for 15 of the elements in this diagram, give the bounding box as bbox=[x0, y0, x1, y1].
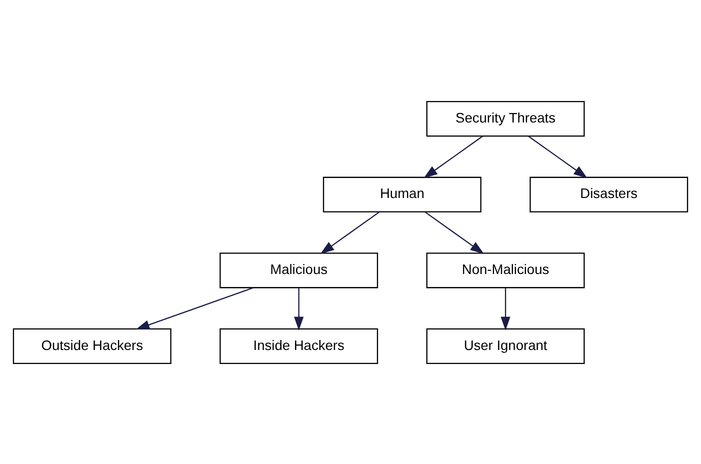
node-box: Malicious bbox=[220, 252, 378, 288]
arrow bbox=[500, 287, 510, 330]
node-box: User Ignorant bbox=[426, 328, 585, 364]
node-box: Outside Hackers bbox=[12, 328, 172, 364]
node-box: Non-Malicious bbox=[426, 252, 585, 288]
node-box: Security Threats bbox=[426, 100, 585, 136]
arrow bbox=[294, 287, 304, 330]
node-box: Human bbox=[322, 176, 482, 212]
arrow bbox=[528, 135, 588, 178]
node-box: Disasters bbox=[530, 176, 688, 212]
arrow bbox=[136, 286, 254, 330]
arrow bbox=[320, 211, 380, 254]
arrow bbox=[424, 211, 484, 254]
arrow bbox=[424, 135, 483, 178]
node-box: Inside Hackers bbox=[220, 328, 378, 364]
